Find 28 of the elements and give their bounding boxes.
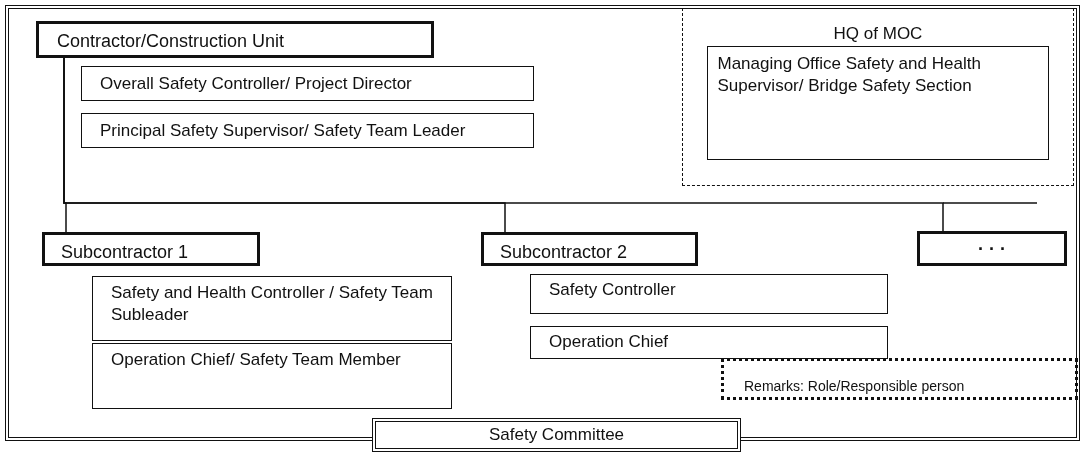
role-label: Managing Office Safety and Health Supervisor/ Bridge Safety Section bbox=[717, 52, 982, 97]
role-box bbox=[81, 113, 534, 148]
role-label: Subcontractor 1 bbox=[61, 241, 190, 264]
group-heading: HQ of MOC bbox=[832, 23, 924, 45]
role-box bbox=[530, 274, 888, 314]
role-label: Operation Chief/ Safety Team Member bbox=[111, 349, 402, 371]
committee-label: Safety Committee bbox=[372, 418, 741, 452]
role-label: Subcontractor 2 bbox=[500, 241, 629, 264]
connector-line bbox=[63, 57, 944, 232]
role-box bbox=[706, 45, 1049, 160]
unit-box bbox=[481, 232, 698, 266]
role-label: Safety and Health Controller / Safety Team Subleader bbox=[111, 282, 433, 327]
role-box bbox=[530, 326, 888, 359]
ellipsis-label: · · · bbox=[977, 238, 1007, 261]
role-label: Operation Chief bbox=[549, 331, 670, 353]
role-label: Remarks: Role/Responsible person bbox=[744, 377, 966, 396]
unit-box bbox=[36, 21, 434, 58]
role-label: Safety Controller bbox=[549, 279, 677, 301]
role-label: Principal Safety Supervisor/ Safety Team Leader bbox=[100, 120, 467, 142]
remarks-box bbox=[721, 358, 1078, 400]
role-box bbox=[92, 343, 452, 409]
dashed-group-box bbox=[682, 8, 1074, 186]
unit-box bbox=[42, 232, 260, 266]
role-label: Overall Safety Controller/ Project Director bbox=[100, 73, 413, 95]
unit-box bbox=[917, 231, 1067, 266]
role-box bbox=[92, 276, 452, 341]
role-box bbox=[81, 66, 534, 101]
role-label: Contractor/Construction Unit bbox=[57, 30, 286, 53]
